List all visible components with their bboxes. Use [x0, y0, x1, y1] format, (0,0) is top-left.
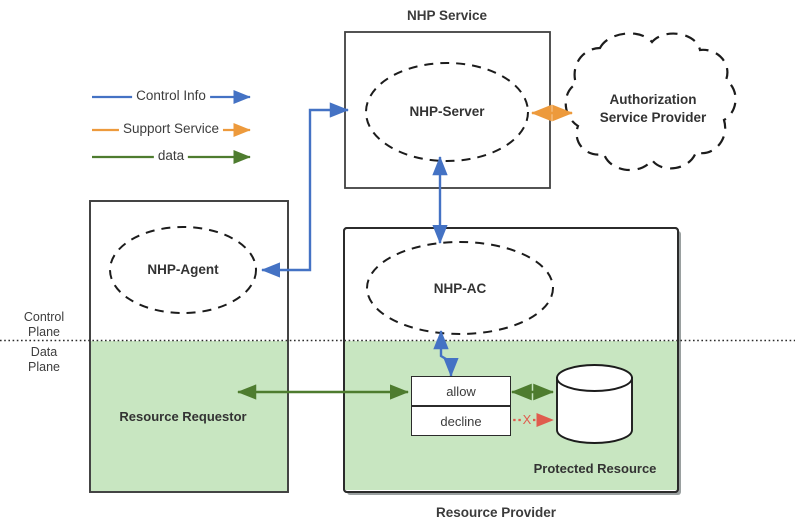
- legend-label-control-info: Control Info: [132, 88, 210, 104]
- control-plane-label-line2: Plane: [28, 325, 60, 339]
- decline-label: decline: [440, 413, 482, 429]
- data-plane-label-line1: Data: [30, 345, 58, 359]
- database-cylinder-icon: [556, 364, 633, 444]
- control-plane-label-line1: Control: [23, 310, 65, 324]
- requestor-container-outline-overlay: [89, 200, 289, 493]
- nhp-ac-label: NHP-AC: [433, 281, 487, 296]
- nhp-agent-ellipse: [109, 226, 257, 314]
- resource-requestor-label: Resource Requestor: [119, 409, 247, 424]
- protected-resource-label: Protected Resource: [533, 461, 657, 476]
- authorization-label-line2: Service Provider: [599, 110, 707, 125]
- decline-cell[interactable]: decline: [411, 406, 511, 436]
- nhp-server-label: NHP-Server: [409, 104, 485, 119]
- resource-requestor-green-zone: [91, 341, 287, 491]
- legend-label-support-service: Support Service: [118, 121, 224, 137]
- data-plane-label-line2: Plane: [28, 360, 60, 374]
- denied-x-icon: X: [522, 412, 532, 427]
- nhp-service-title: NHP Service: [406, 8, 488, 23]
- resource-provider-title: Resource Provider: [435, 505, 557, 520]
- connector-agent-to-server: [261, 102, 349, 278]
- allow-label: allow: [446, 383, 476, 399]
- resource-provider-outline-overlay: [343, 227, 679, 493]
- legend-label-data: data: [153, 148, 189, 164]
- nhp-agent-label: NHP-Agent: [147, 262, 219, 277]
- connector-ac-to-decision: [433, 330, 459, 377]
- authorization-label-line1: Authorization: [609, 92, 697, 107]
- nhp-ac-ellipse: [366, 241, 554, 335]
- allow-cell[interactable]: allow: [411, 376, 511, 406]
